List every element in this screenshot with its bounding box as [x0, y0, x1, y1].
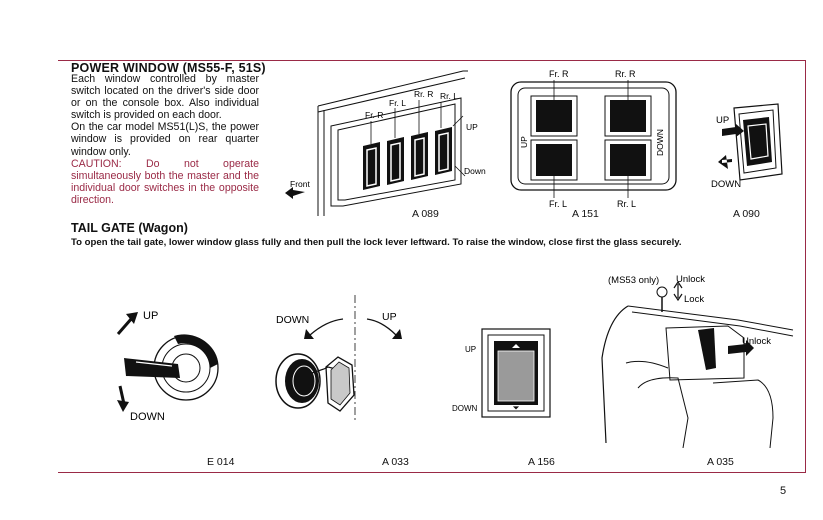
page-number: 5: [780, 485, 787, 497]
a089-up-label: UP: [466, 122, 478, 132]
a089-front-label: Front: [290, 179, 310, 189]
a090-up-label: UP: [716, 115, 729, 126]
top-rule: [58, 60, 806, 61]
single-switch-illustration: UP DOWN: [711, 103, 783, 190]
power-window-heading: POWER WINDOW (MS55-F, 51S): [71, 61, 266, 75]
tail-gate-heading: TAIL GATE (Wagon): [71, 221, 188, 235]
a089-rr-r-label: Rr. R: [414, 89, 433, 99]
a035-unlock-top-label: Unlock: [676, 274, 705, 285]
tail-gate-description: To open the tail gate, lower window glas…: [71, 237, 682, 248]
a090-down-label: DOWN: [711, 179, 741, 190]
e014-down-label: DOWN: [130, 411, 165, 423]
bottom-rule: [58, 472, 806, 473]
master-switch-illustration: Fr. R Fr. L Rr. R Rr. L UP Down Front: [285, 70, 486, 216]
a156-down-label: DOWN: [452, 404, 478, 413]
a151-up-label: UP: [519, 136, 529, 148]
caption-e014: E 014: [207, 456, 235, 468]
a089-fr-r-label: Fr. R: [365, 110, 383, 120]
caption-a035: A 035: [707, 456, 734, 468]
a156-up-label: UP: [465, 345, 476, 354]
e014-up-label: UP: [143, 310, 158, 322]
power-window-para-2: On the car model MS51(L)S, the power win…: [71, 121, 259, 158]
caption-a151: A 151: [572, 208, 599, 220]
a151-rr-r-label: Rr. R: [615, 69, 636, 79]
a035-lock-label: Lock: [684, 294, 704, 305]
key-switch-illustration: UP DOWN: [116, 310, 219, 423]
a089-rr-l-label: Rr. L: [440, 91, 458, 101]
a151-fr-l-label: Fr. L: [549, 199, 567, 209]
a089-down-label: Down: [464, 166, 486, 176]
caption-a156: A 156: [528, 456, 555, 468]
four-switch-panel-illustration: Fr. R Rr. R UP DOWN Fr. L Rr. L: [510, 69, 677, 209]
right-rule: [805, 60, 806, 472]
tailgate-lock-illustration: (MS53 only) Unlock Lock Unlock: [601, 274, 794, 448]
a089-fr-l-label: Fr. L: [389, 98, 406, 108]
a151-down-label: DOWN: [655, 129, 665, 156]
power-window-para-1: Each window controlled by master switch …: [71, 73, 259, 122]
a151-rr-l-label: Rr. L: [617, 199, 636, 209]
a033-up-label: UP: [382, 311, 397, 323]
a033-down-label: DOWN: [276, 314, 309, 326]
caption-a033: A 033: [382, 456, 409, 468]
caution-text: CAUTION: Do not operate simultaneously b…: [71, 157, 259, 206]
a035-ms53-label: (MS53 only): [608, 275, 659, 286]
tailgate-window-switch-illustration: UP DOWN: [452, 328, 551, 418]
power-window-text: Each window controlled by master switch …: [71, 73, 259, 206]
a035-unlock-side-label: Unlock: [742, 336, 771, 347]
lock-cylinder-illustration: DOWN UP: [275, 295, 402, 420]
caption-a089: A 089: [412, 208, 439, 220]
caption-a090: A 090: [733, 208, 760, 220]
a151-fr-r-label: Fr. R: [549, 69, 569, 79]
